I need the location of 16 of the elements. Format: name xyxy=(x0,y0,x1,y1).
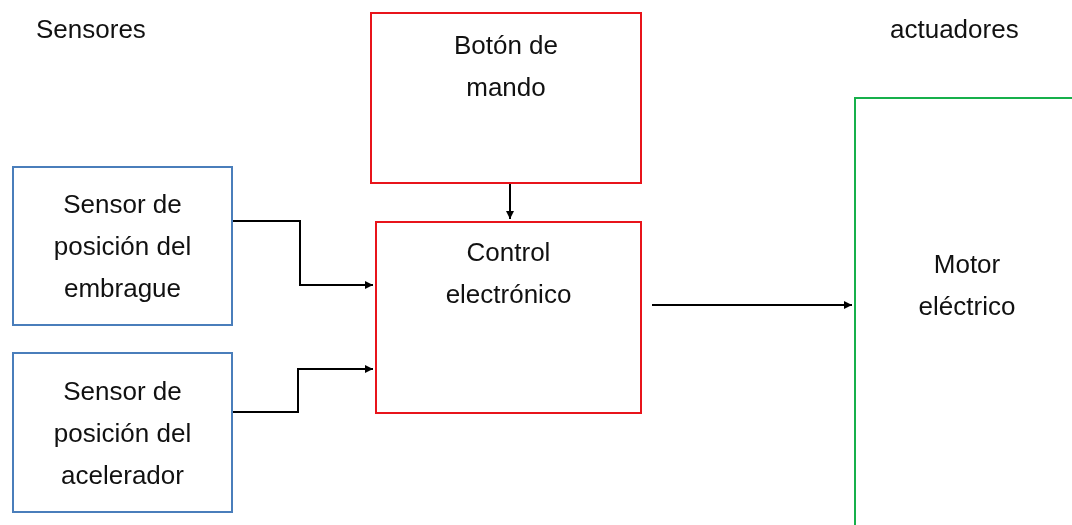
arrow xyxy=(232,220,374,289)
block-box xyxy=(12,166,233,326)
block-label: Control electrónico xyxy=(444,236,573,311)
arrow xyxy=(651,301,853,309)
block-box xyxy=(854,97,1072,525)
block-box xyxy=(12,352,233,513)
block-label: Motor eléctrico xyxy=(917,248,1017,323)
block-box xyxy=(370,12,642,184)
block-label: Sensor de posición del embrague xyxy=(52,188,193,305)
arrow xyxy=(232,365,374,413)
block-label: Sensor de posición del acelerador xyxy=(52,374,193,492)
group-heading: actuadores xyxy=(890,14,1019,45)
block-label: Botón de mando xyxy=(452,29,560,104)
group-heading: Sensores xyxy=(36,14,146,45)
arrow xyxy=(506,183,514,220)
block-box xyxy=(375,221,642,414)
